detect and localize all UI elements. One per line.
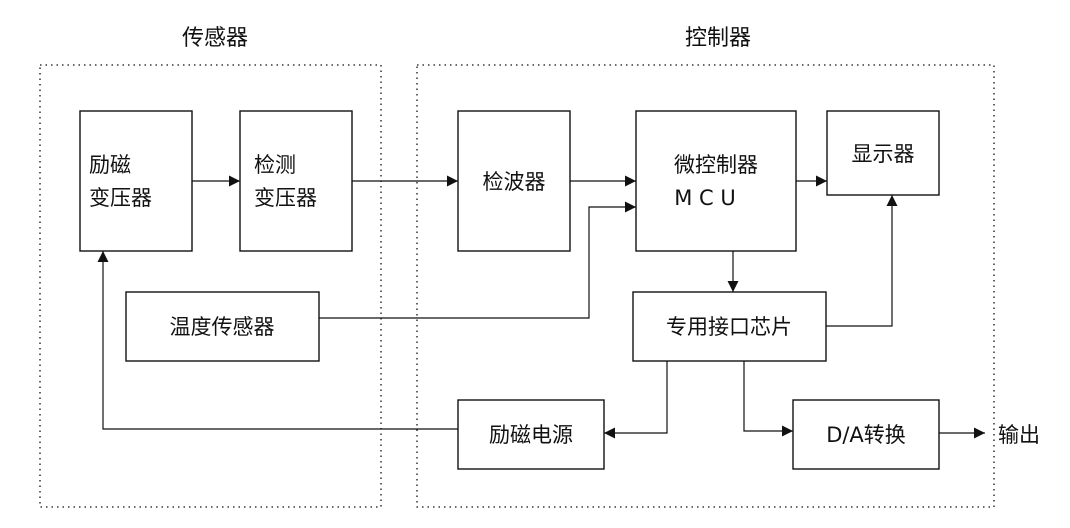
mcu-block	[635, 110, 797, 252]
da-converter-block	[792, 399, 940, 470]
detection-transformer-label-2: 变压器	[254, 186, 317, 210]
detection-transformer-block	[239, 110, 353, 252]
excitation-transformer-block	[79, 110, 193, 252]
display-block	[826, 110, 940, 196]
excitation-transformer-label-1: 励磁	[89, 153, 131, 177]
excitation-transformer-label-2: 变压器	[89, 186, 152, 210]
arrow-interface-chip-to-excitation-power	[604, 361, 668, 439]
arrow-excitation-power-to-excitation-transformer	[97, 251, 458, 430]
display-label: 显示器	[852, 142, 915, 166]
detector-label: 检波器	[483, 170, 546, 194]
output-label: 输出	[998, 423, 1040, 447]
temperature-sensor-block	[125, 291, 320, 362]
arrow-interface-chip-to-display	[826, 195, 898, 327]
excitation-power-label: 励磁电源	[489, 423, 573, 447]
detection-transformer-label-1: 检测	[254, 153, 296, 177]
controller-group-border	[416, 64, 995, 508]
arrow-interface-chip-to-da-converter	[743, 361, 793, 437]
detector-block	[457, 110, 571, 252]
arrow-temperature-to-mcu	[319, 201, 636, 319]
mcu-label-1: 微控制器	[674, 153, 758, 177]
temperature-sensor-label: 温度传感器	[170, 315, 275, 339]
controller-group-title: 控制器	[685, 26, 751, 51]
da-converter-label: D/A转换	[826, 423, 906, 447]
interface-chip-label: 专用接口芯片	[666, 315, 792, 339]
sensor-group-title: 传感器	[182, 26, 248, 51]
mcu-label-2: M C U	[674, 186, 736, 210]
sensor-group-border	[39, 64, 382, 508]
